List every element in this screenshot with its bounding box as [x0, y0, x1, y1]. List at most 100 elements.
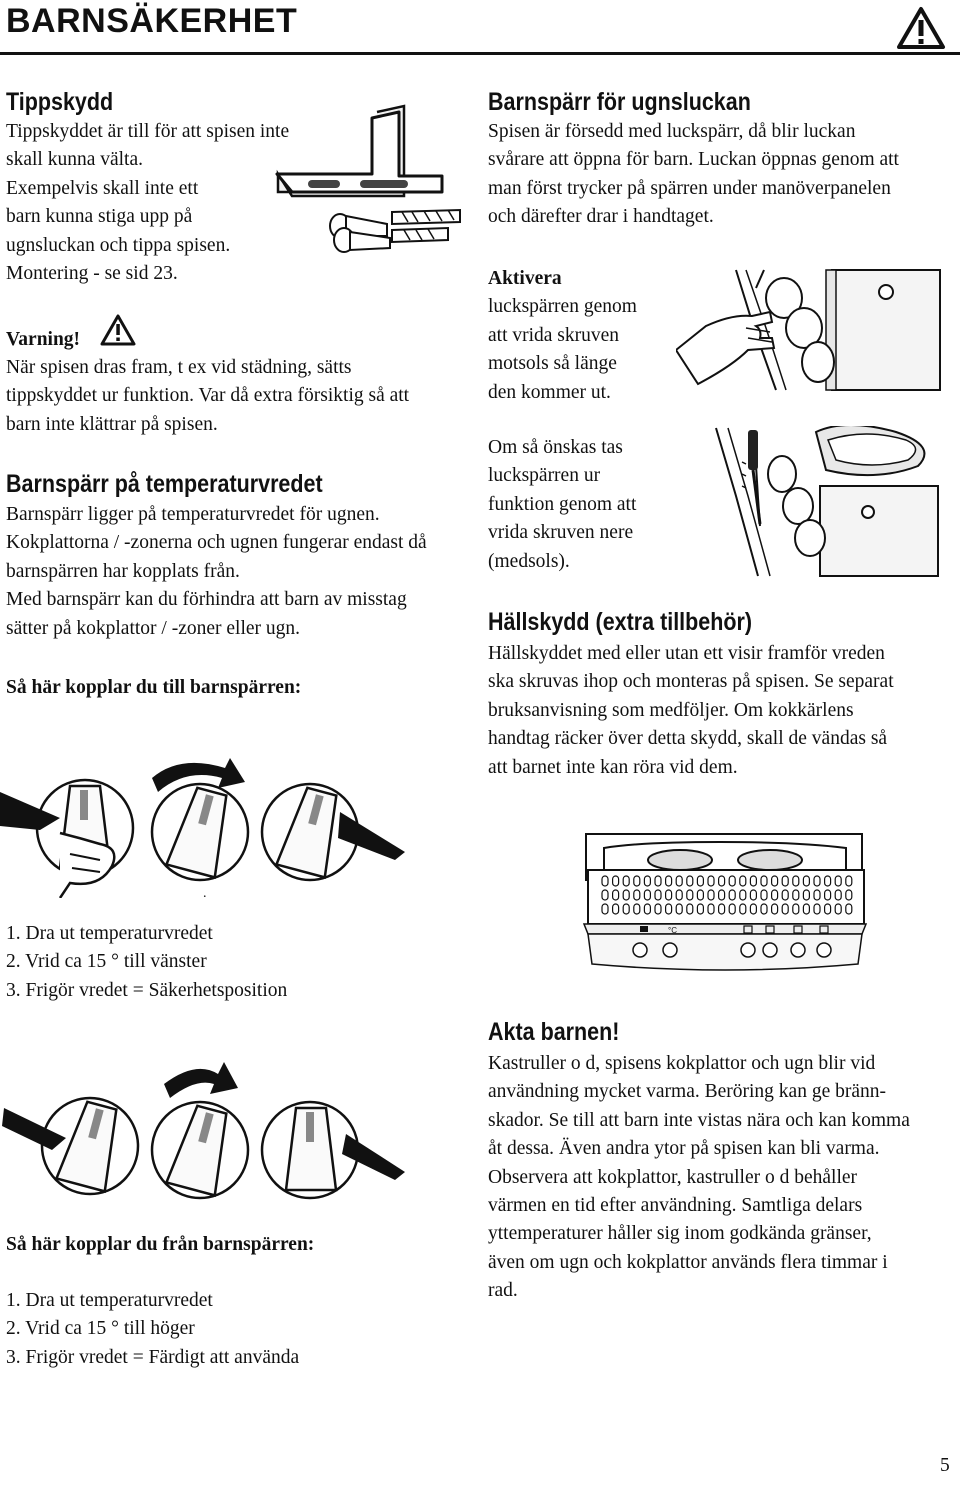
vent-slot: [696, 889, 705, 901]
vent-slot: [771, 875, 779, 887]
vent-slot: [622, 903, 630, 915]
page-title: BARNSÄKERHET: [6, 2, 298, 40]
vent-slot: [760, 875, 768, 887]
vent-slot: [633, 875, 641, 887]
vent-slot: [834, 875, 842, 887]
vent-slot: [824, 875, 832, 887]
vent-slot: [749, 875, 757, 887]
vent-slot: [728, 889, 736, 901]
vent-slot: [781, 875, 789, 887]
stray-dot: .: [203, 886, 207, 901]
page-number: 5: [940, 1455, 950, 1476]
varning-label: Varning!: [6, 329, 81, 350]
vent-slot: [792, 903, 800, 915]
title-divider: [0, 52, 960, 55]
varning-text: När spisen dras fram, t ex vid städning,…: [6, 357, 410, 435]
vent-slot: [760, 903, 768, 915]
warning-triangle-icon: [896, 6, 946, 50]
vent-slot: [813, 903, 821, 915]
vent-slot: [802, 889, 810, 901]
vent-slot: [718, 903, 726, 915]
vent-slot: [802, 903, 810, 915]
door-lock-illustration: [696, 426, 940, 578]
tippskydd-text: Tippskyddet är till för att spisen inte …: [6, 121, 290, 285]
akta-heading: Akta barnen!: [488, 1018, 620, 1046]
vent-slot: [664, 875, 673, 887]
vent-slot: [771, 889, 779, 901]
vent-slot: [845, 875, 853, 887]
vent-slot: [654, 875, 662, 887]
hob-guard-illustration: °C: [580, 832, 870, 982]
vent-slot: [696, 875, 705, 887]
vent-slot: [824, 889, 832, 901]
vent-slot: [686, 875, 694, 887]
vent-slot: [739, 875, 747, 887]
vent-slot: [601, 875, 609, 887]
vent-slot: [633, 903, 641, 915]
vent-slot: [792, 875, 800, 887]
vent-slot: [845, 903, 853, 915]
tippskydd-heading: Tippskydd: [6, 88, 114, 116]
vent-slot: [643, 903, 652, 915]
vent-slot: [781, 903, 789, 915]
vent-slot: [749, 903, 757, 915]
vent-slot: [749, 889, 757, 901]
vent-slot: [686, 889, 694, 901]
koppla-fran-heading: Så här kopplar du från barnspärren:: [6, 1234, 315, 1255]
koppla-fran-steps: 1. Dra ut temperaturvredet 2. Vrid ca 15…: [6, 1290, 300, 1368]
vent-slot: [792, 889, 800, 901]
vent-slot: [781, 889, 789, 901]
vent-slot: [654, 903, 662, 915]
vent-slot: [802, 875, 810, 887]
vent-slot: [696, 903, 705, 915]
vent-slot: [813, 889, 821, 901]
barnsparr-temp-heading: Barnspärr på temperaturvredet: [6, 470, 323, 498]
vent-slot: [834, 889, 842, 901]
vent-slot: [675, 875, 683, 887]
vent-slot: [771, 903, 779, 915]
vent-slot: [739, 903, 747, 915]
temperature-symbol: °C: [668, 926, 677, 935]
ur-funktion-text: Om så önskas tas luckspärren ur funktion…: [488, 437, 637, 572]
vent-slot: [664, 889, 673, 901]
temperature-knob-illustration: [0, 748, 420, 898]
vent-slot: [686, 903, 694, 915]
vent-slot: [707, 903, 715, 915]
vent-slot: [622, 875, 630, 887]
akta-text: Kastruller o d, spisens kokplattor och u…: [488, 1053, 910, 1302]
vent-slot: [813, 875, 821, 887]
vent-slot: [728, 875, 736, 887]
vent-slot: [601, 889, 609, 901]
vent-slot: [622, 889, 630, 901]
vent-slot: [760, 889, 768, 901]
vent-slot: [718, 875, 726, 887]
vent-slot: [643, 889, 652, 901]
vent-slot: [739, 889, 747, 901]
vent-slot: [707, 875, 715, 887]
vent-slot: [675, 903, 683, 915]
vent-slot: [611, 875, 620, 887]
vent-slot: [643, 875, 652, 887]
hallskydd-text: Hällskyddet med eller utan ett visir fra…: [488, 643, 894, 778]
temperature-knob-illustration: [0, 1054, 420, 1214]
warning-triangle-icon: [100, 314, 136, 346]
ugnsluckan-heading: Barnspärr för ugnsluckan: [488, 88, 751, 116]
vent-slot: [845, 889, 853, 901]
koppla-till-steps: 1. Dra ut temperaturvredet 2. Vrid ca 15…: [6, 923, 288, 1001]
vent-slot: [834, 903, 842, 915]
hallskydd-heading: Hällskydd (extra tillbehör): [488, 608, 753, 636]
vent-slot: [707, 889, 715, 901]
vent-slot: [633, 889, 641, 901]
door-lock-illustration: [676, 268, 942, 392]
vent-slot: [718, 889, 726, 901]
barnsparr-temp-text: Barnspärr ligger på temperaturvredet för…: [6, 504, 427, 639]
vent-slot: [728, 903, 736, 915]
tip-guard-bracket-illustration: [272, 104, 464, 262]
vent-slot: [654, 889, 662, 901]
vent-slot: [601, 903, 609, 915]
aktivera-text: Aktivera luckspärren genom att vrida skr…: [488, 268, 637, 403]
ugnsluckan-text: Spisen är försedd med luckspärr, då blir…: [488, 121, 899, 228]
koppla-till-heading: Så här kopplar du till barnspärren:: [6, 677, 302, 698]
vent-slot: [611, 889, 620, 901]
vent-slot: [675, 889, 683, 901]
